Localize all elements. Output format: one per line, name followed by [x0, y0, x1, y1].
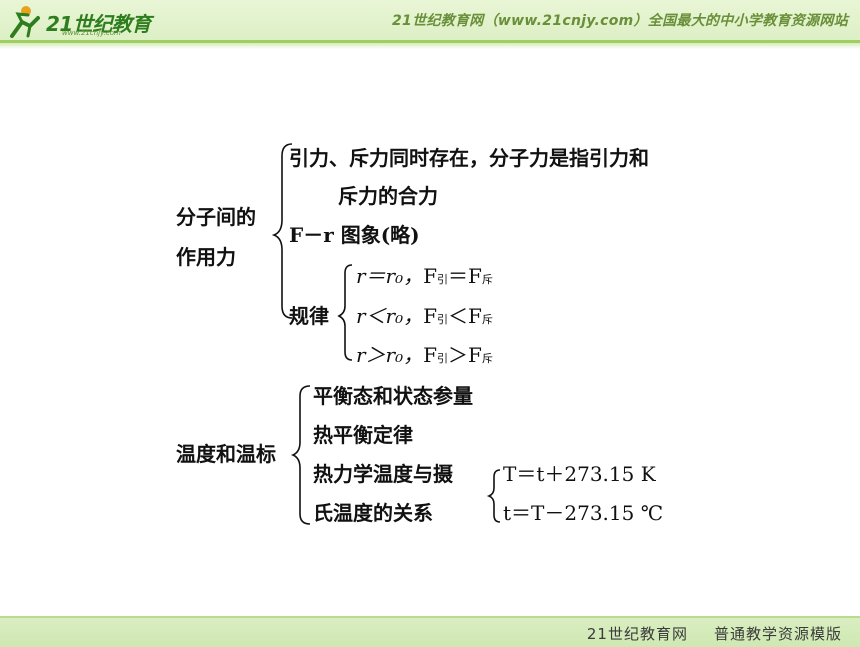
footer-bar: 21世纪教育网 普通教学资源模版: [0, 616, 860, 647]
site-logo[interactable]: 21世纪教育 www.21cnjy.com: [4, 2, 154, 40]
rule-sub-repel: 斥: [481, 352, 493, 365]
runner-logo-icon: [10, 6, 40, 38]
rule-sub-attract: 引: [437, 273, 449, 286]
section1-item1-line1: 引力、斥力同时存在，分子力是指引力和: [289, 146, 649, 170]
rule-f: F: [423, 304, 438, 328]
rule-lhs: r＝r₀，: [356, 264, 424, 288]
rule-f: F: [423, 343, 438, 367]
rule-lhs: r＜r₀，: [356, 304, 424, 328]
site-banner-text[interactable]: 21世纪教育网（www.21cnjy.com）全国最大的中小学教育资源网站: [391, 13, 848, 29]
rule-row: r＝r₀，F引＝F斥: [356, 264, 493, 292]
brace-rules: [337, 264, 353, 361]
rule-op: ＞F: [448, 343, 482, 367]
rule-f: F: [423, 264, 438, 288]
formula-celsius: t＝T－273.15 ℃: [503, 501, 664, 525]
section2-item1: 平衡态和状态参量: [313, 384, 473, 408]
rule-row: r＜r₀，F引＜F斥: [356, 304, 493, 332]
rule-op: ＜F: [448, 304, 482, 328]
logo-text: 21世纪教育: [46, 12, 151, 36]
section1-rule-label: 规律: [289, 304, 329, 328]
footer-site-link[interactable]: 21世纪教育网: [586, 625, 688, 643]
header-divider: [0, 40, 860, 43]
section2-item2: 热平衡定律: [313, 423, 413, 447]
footer-template-label: 普通教学资源模版: [713, 625, 842, 643]
rule-sub-repel: 斥: [481, 313, 493, 326]
header-fade: [0, 43, 860, 49]
rule-op: ＝F: [448, 264, 482, 288]
formula-kelvin: T＝t＋273.15 K: [503, 462, 656, 486]
section2-item3-line2: 氏温度的关系: [313, 501, 433, 525]
section2-title: 温度和温标: [176, 442, 276, 466]
rule-sub-attract: 引: [437, 313, 449, 326]
section1-item2: F－r 图象(略): [289, 223, 420, 247]
brace-formulas: [486, 469, 501, 523]
section1-title-line2: 作用力: [176, 245, 236, 269]
rule-lhs: r＞r₀，: [356, 343, 424, 367]
section1-item1-line2: 斥力的合力: [338, 184, 438, 208]
rule-sub-attract: 引: [437, 352, 449, 365]
rule-row: r＞r₀，F引＞F斥: [356, 343, 493, 371]
logo-url: www.21cnjy.com: [62, 29, 121, 37]
footer-text: 21世纪教育网 普通教学资源模版: [561, 623, 842, 644]
rule-sub-repel: 斥: [481, 273, 493, 286]
section2-item3-line1: 热力学温度与摄: [313, 462, 453, 486]
brace-section1: [271, 143, 293, 319]
brace-section2: [290, 385, 311, 525]
section1-title-line1: 分子间的: [176, 205, 256, 229]
header-bar: [0, 0, 860, 42]
